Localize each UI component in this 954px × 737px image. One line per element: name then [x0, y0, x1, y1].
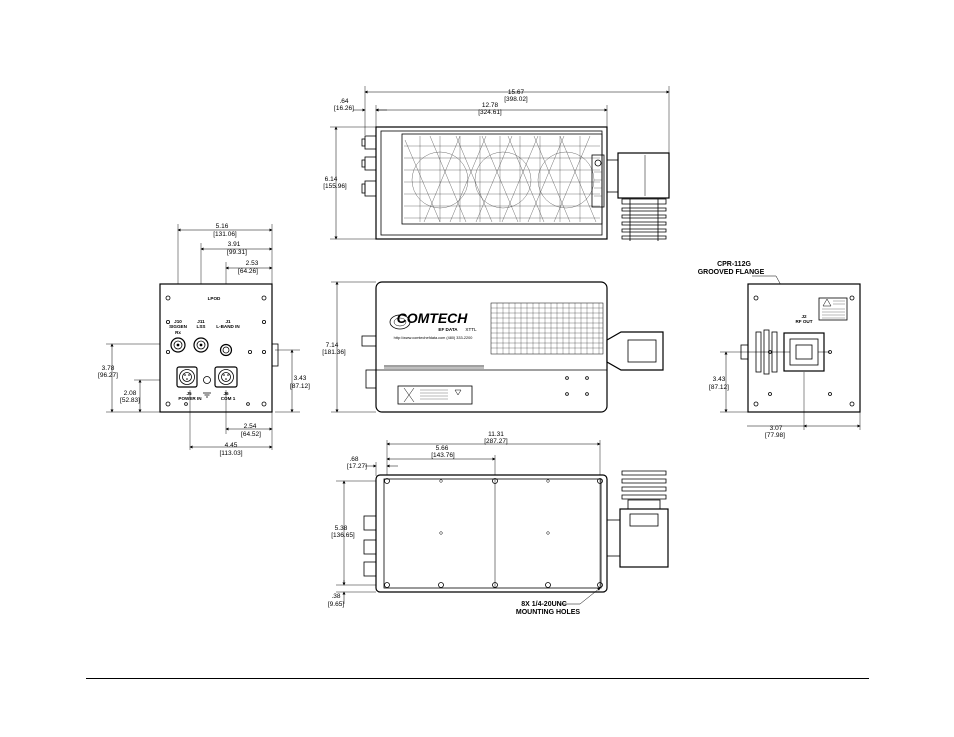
bottom-half-in: 5.66	[436, 445, 449, 452]
j5-label: J5	[186, 391, 192, 396]
right-height-mm: [87.12]	[709, 384, 729, 391]
right-height-in: 3.43	[713, 376, 726, 383]
comtech-logo: COMTECH EF DATA XTTL http://www.comteche…	[389, 310, 477, 340]
top-overall-width-mm: [398.02]	[504, 96, 528, 103]
j11-label: J11	[197, 319, 205, 324]
ground-icon	[203, 392, 211, 398]
j6-name: COM 1	[221, 396, 236, 401]
left-width-b-in: 3.91	[228, 241, 241, 248]
rf-flange	[740, 329, 830, 375]
waveguide-box	[617, 152, 670, 199]
left-height-c-in: 3.43	[294, 375, 307, 382]
company-url: http://www.comtechefdata.com (480) 333-2…	[394, 336, 473, 340]
right-end-view: CPR-112G GROOVED FLANGE J2 RF OUT	[698, 261, 861, 439]
bottom-half-mm: [143.76]	[431, 452, 455, 459]
fan-grille-pattern	[404, 135, 600, 223]
fan-grille	[401, 133, 603, 225]
top-body-width-in: 12.78	[482, 102, 499, 109]
sub-brand: EF DATA	[438, 327, 458, 332]
left-height-b-in: 2.08	[124, 390, 137, 397]
right-width-in: 3.07	[770, 425, 783, 432]
front-waveguide	[606, 331, 664, 371]
bottom-overall-mm: [287.27]	[484, 438, 508, 445]
j10-label: J10	[174, 319, 182, 324]
left-end-view: 5.16 [131.06] 3.91 [99.31] 2.53 [64.26] …	[98, 223, 310, 457]
bottom-depth-in: 5.38	[335, 525, 348, 532]
bottom-waveguide	[607, 470, 669, 568]
holes-callout-line2: MOUNTING HOLES	[516, 609, 580, 616]
left-height-a-in: 3.78	[102, 365, 115, 372]
footer-rule	[86, 678, 869, 679]
j11-name: LSS	[197, 324, 206, 329]
panel-label: LPOD	[208, 296, 221, 301]
model-name: XTTL	[465, 327, 477, 332]
left-width-b-mm: [99.31]	[227, 249, 247, 256]
left-bottom-b-in: 4.45	[225, 442, 238, 449]
ground-lug	[203, 376, 211, 384]
top-depth-mm: [155.96]	[323, 183, 347, 190]
top-body-width-mm: [324.61]	[478, 109, 502, 116]
bottom-view: 11.31 [287.27] 5.66 [143.76] .68 [17.27]…	[328, 431, 669, 616]
j2-label: J2	[801, 314, 807, 319]
bottom-overall-in: 11.31	[488, 431, 504, 438]
left-height-a-mm: [96.27]	[98, 372, 118, 379]
brand-name: COMTECH	[397, 310, 469, 326]
bottom-offset-top-mm: [17.27]	[347, 463, 367, 470]
mounting-holes	[384, 478, 603, 588]
left-width-a-in: 5.16	[216, 223, 229, 230]
j10-name: SIGGEN	[169, 324, 188, 329]
front-height-mm: [181.36]	[322, 349, 346, 356]
holes-callout-line1: 8X 1/4-20UNC	[521, 601, 567, 608]
front-view: 7.14 [181.36] COMTECH EF DATA XTTL http:…	[322, 281, 664, 413]
bottom-offset-top-in: .68	[349, 456, 358, 463]
left-bottom-a-in: 2.54	[244, 423, 257, 430]
flange-callout-line1: CPR-112G	[717, 261, 751, 268]
compliance-label	[397, 385, 473, 405]
j5-name: POWER IN	[178, 396, 202, 401]
j2-name: RF OUT	[795, 319, 812, 324]
left-width-c-mm: [64.26]	[238, 268, 258, 275]
label-plate	[591, 154, 605, 208]
j5-connector	[176, 366, 198, 388]
j1-label: J1	[225, 319, 231, 324]
left-height-b-mm: [52.83]	[120, 397, 140, 404]
top-view: 15.67 [398.02] 12.78 [324.61] .64 [16.26…	[323, 86, 670, 241]
left-bottom-b-mm: [113.03]	[219, 450, 242, 457]
vent-grid	[490, 302, 604, 355]
j10-sub: Rx	[175, 330, 181, 335]
flange-callout-line2: GROOVED FLANGE	[698, 269, 765, 276]
right-width-mm: [77.98]	[765, 432, 785, 439]
j1-connector	[219, 343, 233, 357]
top-overall-width-in: 15.67	[508, 89, 525, 96]
top-connectors	[361, 135, 377, 197]
left-height-c-mm: [87.12]	[290, 383, 310, 390]
left-bottom-a-mm: [64.52]	[241, 431, 261, 438]
top-depth-in: 6.14	[325, 176, 338, 183]
left-width-a-mm: [131.06]	[213, 231, 237, 238]
left-width-c-in: 2.53	[246, 260, 259, 267]
heatsink-fins	[621, 198, 667, 241]
top-offset-in: .64	[339, 98, 348, 105]
top-offset-mm: [16.26]	[334, 105, 354, 112]
front-height-in: 7.14	[326, 342, 339, 349]
bottom-depth-mm: [136.65]	[331, 532, 355, 539]
bottom-offset-bottom-in: .38	[331, 593, 340, 600]
j1-name: L-BAND IN	[216, 324, 240, 329]
bottom-offset-bottom-mm: [9.65]	[328, 601, 344, 608]
rf-warning-label	[818, 297, 848, 321]
